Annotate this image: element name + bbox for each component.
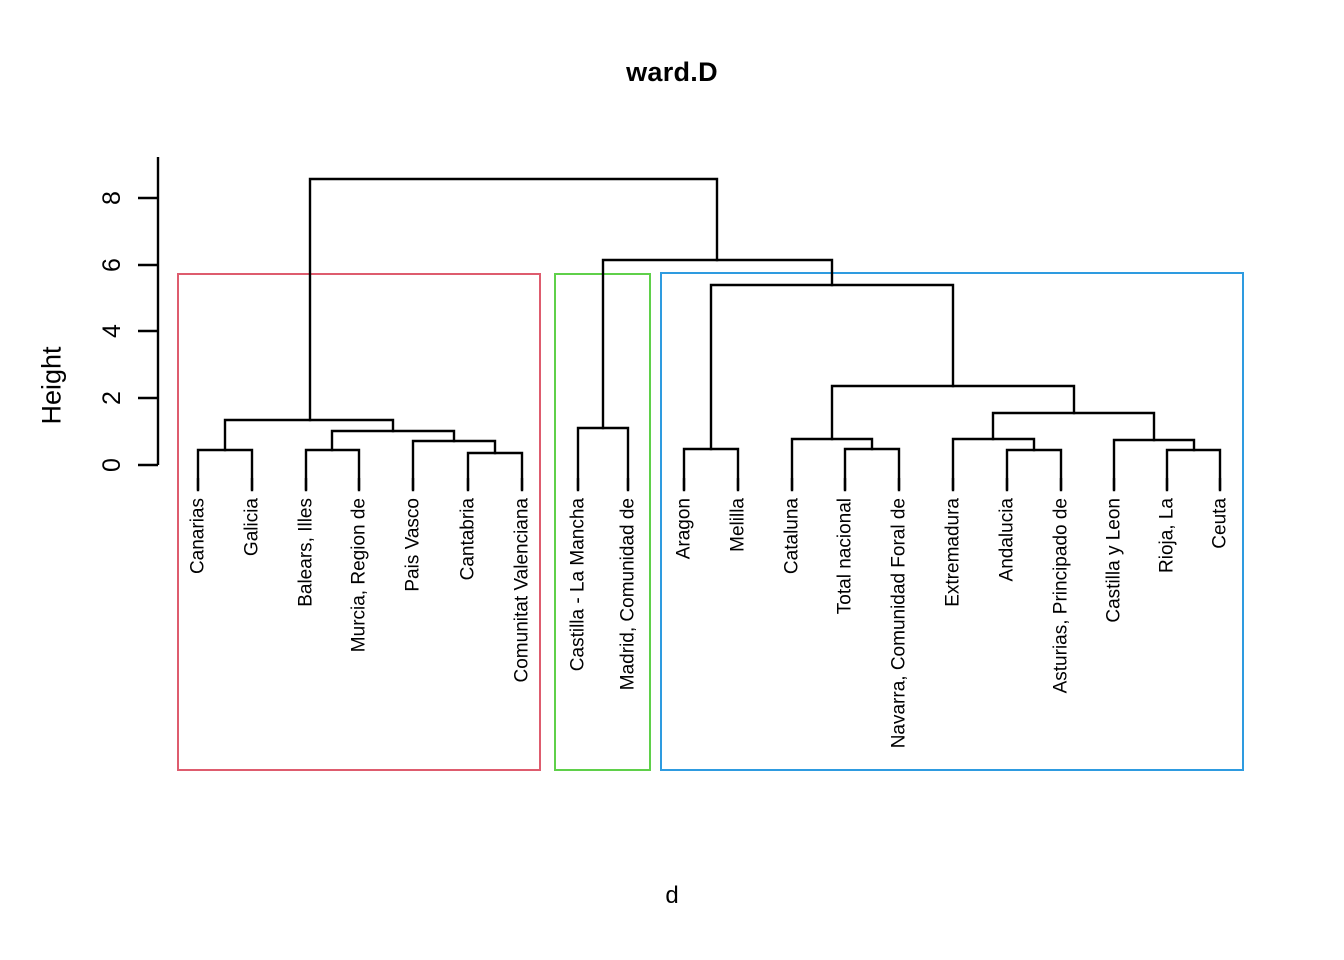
link-balears-murcia <box>304 448 361 492</box>
link-cataluna-totalnavarra <box>790 437 874 492</box>
link-root <box>308 177 719 422</box>
dendrogram-links <box>196 177 1222 492</box>
link-andalucia-asturias <box>1005 448 1063 492</box>
link-canarias-galicia <box>196 448 254 492</box>
leaf-label-navarra-comunidad-foral-de: Navarra, Comunidad Foral de <box>889 498 910 748</box>
link-aragon-melilla <box>682 447 740 492</box>
link-cantabria-comunitat <box>466 451 524 492</box>
leaf-label-galicia: Galicia <box>242 498 263 557</box>
leaf-label-cataluna: Cataluna <box>782 498 803 574</box>
leaf-label-melilla: Melilla <box>728 498 749 552</box>
y-tick-label-0: 0 <box>98 458 126 472</box>
cluster-box-1 <box>177 273 541 771</box>
leaf-label-murcia-region-de: Murcia, Region de <box>349 498 370 652</box>
link-castillaleon-sub <box>1112 438 1196 492</box>
y-tick-label-6: 6 <box>98 258 126 272</box>
link-paisvasco-sub <box>411 439 497 492</box>
leaf-label-castilla-y-leon: Castilla y Leon <box>1104 498 1125 623</box>
y-tick-label-2: 2 <box>98 391 126 405</box>
link-rioja-ceuta <box>1165 448 1222 492</box>
leaf-label-andalucia: Andalucia <box>997 498 1018 582</box>
leaf-labels: Canarias Galicia Balears, Illes Murcia, … <box>188 498 1231 749</box>
leaf-label-pais-vasco: Pais Vasco <box>403 498 424 592</box>
leaf-label-madrid-comunidad-de: Madrid, Comunidad de <box>618 498 639 690</box>
link-extremadura-castillaleon <box>991 411 1156 442</box>
leaf-label-total-nacional: Total nacional <box>835 498 856 614</box>
page-title: ward.D <box>626 57 718 87</box>
link-total-navarra <box>843 447 901 492</box>
leaf-label-rioja-la: Rioja, La <box>1157 498 1178 573</box>
x-axis-title: d <box>665 882 679 909</box>
cluster-box-3 <box>660 272 1244 771</box>
y-axis: 8 6 4 2 0 <box>98 157 160 472</box>
link-extremadura-sub <box>951 437 1036 492</box>
leaf-label-comunitat-valenciana: Comunitat Valenciana <box>512 498 533 683</box>
link-castillamancha-madrid <box>576 426 630 492</box>
leaf-label-balears-illes: Balears, Illes <box>296 498 317 607</box>
link-cluster1-root <box>223 418 395 452</box>
leaf-label-canarias: Canarias <box>188 498 209 574</box>
leaf-label-cantabria: Cantabria <box>458 498 479 581</box>
y-tick-label-4: 4 <box>98 324 126 338</box>
leaf-label-castilla-la-mancha: Castilla - La Mancha <box>568 498 589 672</box>
leaf-label-ceuta: Ceuta <box>1210 498 1231 549</box>
y-tick-label-8: 8 <box>98 191 126 205</box>
leaf-label-aragon: Aragon <box>674 498 695 559</box>
leaf-label-extremadura: Extremadura <box>943 498 964 607</box>
leaf-label-asturias-principado-de: Asturias, Principado de <box>1051 498 1072 693</box>
leaf-ticks <box>196 478 1222 490</box>
